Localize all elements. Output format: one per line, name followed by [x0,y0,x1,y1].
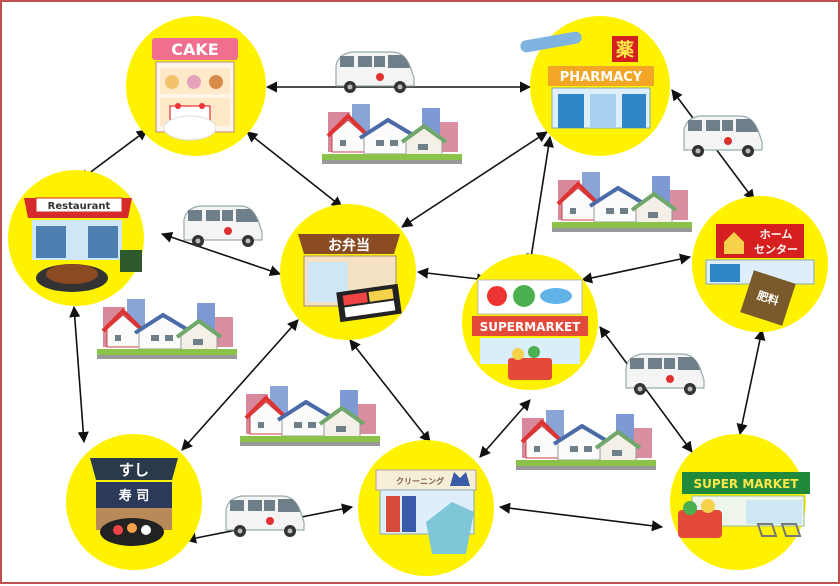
fertilizer-label: 肥料 [755,288,780,308]
clothing-sign: クリーニング [396,476,444,486]
node-bento-shop: お弁当 [280,204,416,340]
node-home-center: ホーム センター 肥料 [692,196,828,332]
pharmacy-kanji: 薬 [616,40,634,61]
arrow-restaurant-sushi [69,305,89,444]
arrow-supermarket-clothing [479,399,531,458]
arrow-pharmacy-bento [401,131,548,228]
arrow-homecenter-supermarket2 [736,328,766,436]
supermarket-center-sign: SUPERMARKET [480,320,582,334]
delivery-van-icon [183,205,263,248]
arrow-supermarket-supermarket2 [599,326,693,453]
meat-icon [487,286,507,306]
houses-illustration [95,297,239,361]
shopping-cart-icon [780,523,802,537]
home-center-sign-line2: センター [754,243,798,256]
delivery-van-icon [625,353,705,396]
node-sushi-shop: すし 寿 司 [66,434,202,570]
sushi-noren: 寿 司 [119,488,150,504]
node-clothing-shop: クリーニング [358,440,494,576]
pharmacy-sign: PHARMACY [560,70,643,85]
shopping-basket-icon [678,510,722,538]
bento-sign: お弁当 [328,237,370,254]
supermarket-right-sign: SUPER MARKET [694,477,800,491]
home-center-sign-line1: ホーム [760,228,793,241]
arrow-cake-bento [246,131,343,208]
shopping-basket-icon [508,358,552,380]
fish-icon [540,288,572,304]
arrow-clothing-supermarket2 [498,502,664,532]
houses-illustration [550,170,694,234]
node-cake-shop: CAKE [126,16,266,156]
arrow-pharmacy-supermarket [526,135,554,266]
shirt-icon [450,472,470,486]
houses-illustration [320,102,464,166]
node-restaurant: Restaurant [8,170,144,306]
node-pharmacy: 薬 PHARMACY [520,16,670,156]
delivery-van-icon [225,495,305,538]
fertilizer-bag-icon [740,270,796,326]
arrow-supermarket-homecenter [580,253,692,284]
restaurant-sign: Restaurant [48,201,111,212]
arrow-cake-restaurant [79,129,148,181]
node-supermarket-right: SUPER MARKET [670,434,810,570]
shopping-cart-icon [756,523,778,537]
delivery-van-icon [683,115,763,158]
arrow-restaurant-bento [160,231,282,277]
sushi-sign: すし [119,461,149,479]
arrow-bento-sushi [181,319,299,451]
arrow-bento-clothing [349,339,431,443]
node-supermarket-center: SUPERMARKET [462,254,598,390]
cardigan-icon [426,502,474,554]
houses-illustration [238,384,382,448]
capsule-icon [520,31,582,53]
arrow-bento-supermarket [416,267,489,285]
houses-illustration [514,408,658,472]
cake-sign: CAKE [171,40,218,59]
vegetable-icon [513,285,535,307]
